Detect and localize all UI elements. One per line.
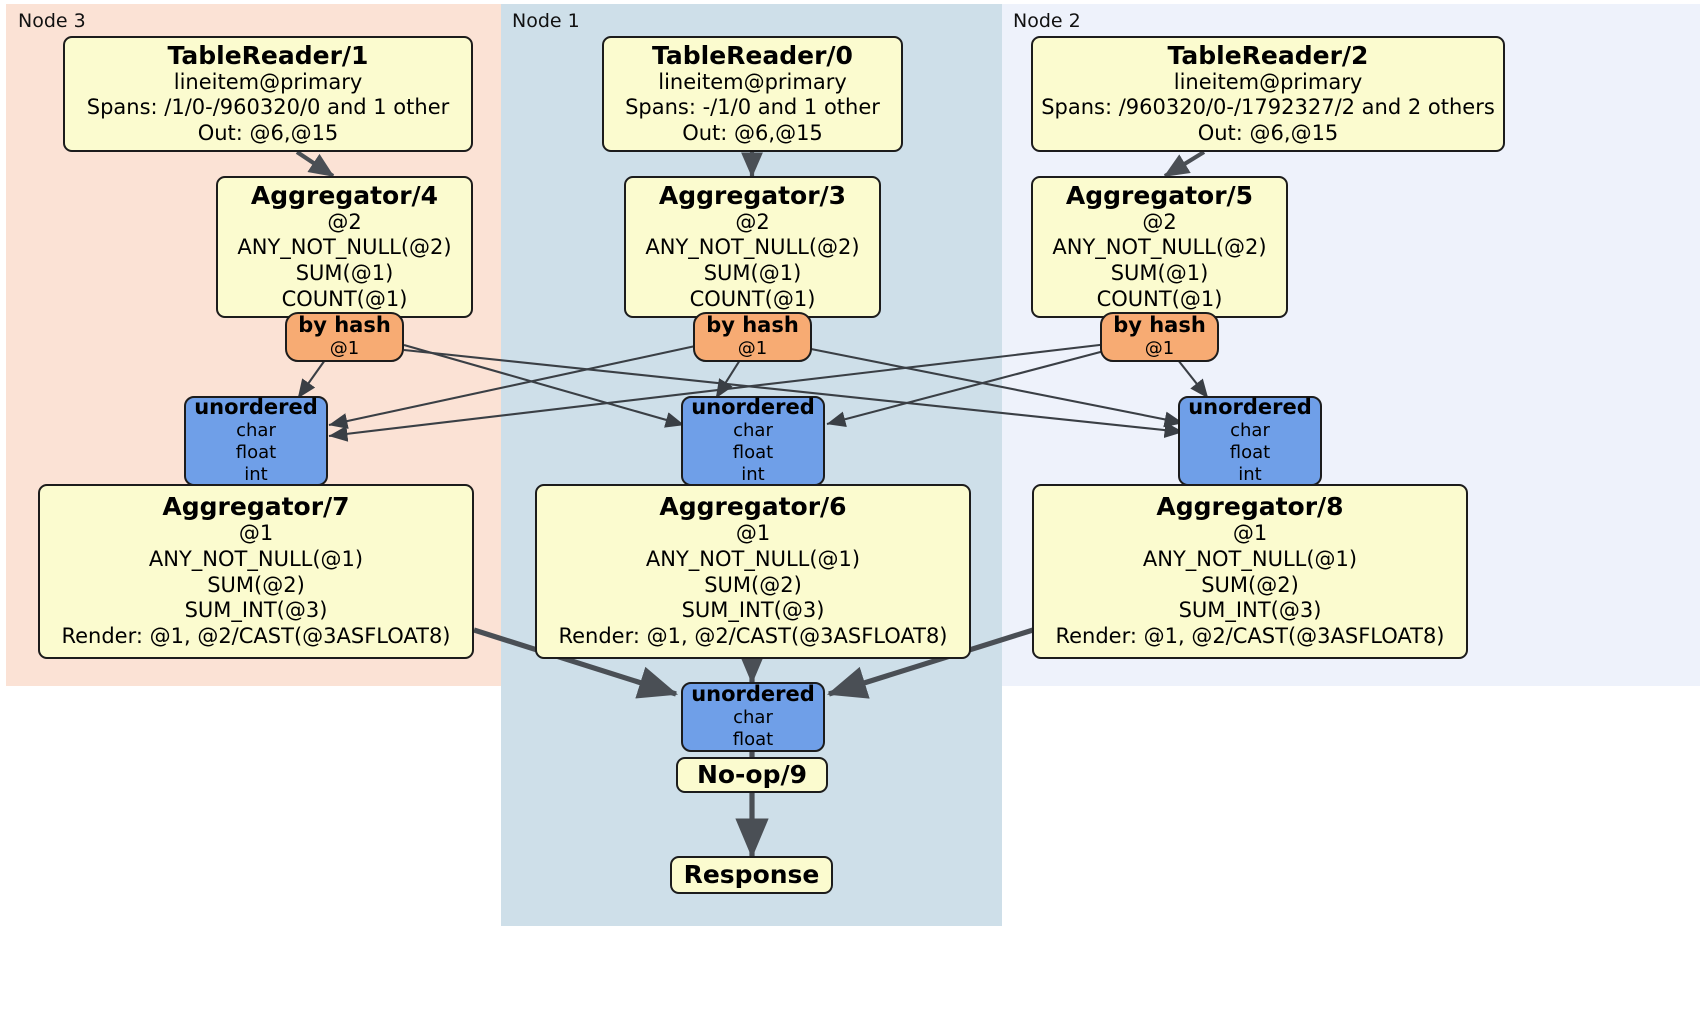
tablereader-0-out: Out: @6,@15	[682, 120, 823, 145]
final-sync-type-2: float	[732, 728, 774, 750]
sync-left-type-2: float	[235, 441, 277, 463]
sync-left-type-3: int	[244, 463, 268, 485]
aggregator-7-func-3: SUM_INT(@3)	[184, 598, 328, 623]
processor-tablereader-0[interactable]: TableReader/0 lineitem@primary Spans: -/…	[602, 36, 903, 152]
aggregator-7-title: Aggregator/7	[162, 492, 350, 522]
sync-right-title: unordered	[1188, 395, 1312, 420]
tablereader-2-out: Out: @6,@15	[1197, 120, 1339, 145]
response-title: Response	[683, 860, 820, 889]
tablereader-0-spans: Spans: -/1/0 and 1 other	[625, 95, 880, 120]
aggregator-5-func-2: SUM(@1)	[1110, 261, 1209, 285]
aggregator-8-func-3: SUM_INT(@3)	[1178, 598, 1322, 623]
tablereader-2-title: TableReader/2	[1167, 40, 1369, 70]
processor-no-op-9[interactable]: No-op/9	[676, 757, 828, 793]
sync-middle-type-3: int	[741, 463, 765, 485]
aggregator-3-func-3: COUNT(@1)	[689, 286, 816, 311]
aggregator-3-group: @2	[735, 209, 770, 234]
aggregator-7-render: Render: @1, @2/CAST(@3ASFLOAT8)	[61, 623, 451, 648]
no-op-9-title: No-op/9	[696, 760, 808, 789]
router-by-hash-middle[interactable]: by hash @1	[693, 312, 812, 362]
router-by-hash-right[interactable]: by hash @1	[1100, 312, 1219, 362]
aggregator-4-func-2: SUM(@1)	[295, 261, 394, 285]
processor-aggregator-5[interactable]: Aggregator/5 @2 ANY_NOT_NULL(@2) SUM(@1)…	[1031, 176, 1288, 318]
sync-right-type-2: float	[1229, 441, 1271, 463]
aggregator-8-func-2: SUM(@2)	[1201, 572, 1299, 597]
sync-middle-type-1: char	[733, 419, 773, 441]
router-right-key: @1	[1144, 337, 1175, 359]
processor-aggregator-4[interactable]: Aggregator/4 @2 ANY_NOT_NULL(@2) SUM(@1)…	[216, 176, 473, 318]
processor-tablereader-2[interactable]: TableReader/2 lineitem@primary Spans: /9…	[1031, 36, 1505, 152]
node-panel-label-node1: Node 1	[512, 10, 580, 32]
aggregator-4-title: Aggregator/4	[250, 180, 439, 210]
tablereader-1-spans: Spans: /1/0-/960320/0 and 1 other	[86, 95, 450, 120]
synchronizer-unordered-right[interactable]: unordered char float int	[1178, 396, 1322, 486]
processor-tablereader-1[interactable]: TableReader/1 lineitem@primary Spans: /1…	[63, 36, 473, 152]
aggregator-5-group: @2	[1142, 209, 1177, 234]
aggregator-7-func-2: SUM(@2)	[207, 572, 305, 597]
sync-left-title: unordered	[194, 395, 318, 420]
sync-middle-type-2: float	[732, 441, 774, 463]
aggregator-6-title: Aggregator/6	[659, 492, 847, 522]
tablereader-0-title: TableReader/0	[652, 40, 853, 70]
processor-aggregator-6[interactable]: Aggregator/6 @1 ANY_NOT_NULL(@1) SUM(@2)…	[535, 484, 971, 659]
aggregator-6-render: Render: @1, @2/CAST(@3ASFLOAT8)	[558, 623, 948, 648]
tablereader-1-out: Out: @6,@15	[197, 120, 339, 145]
processor-aggregator-7[interactable]: Aggregator/7 @1 ANY_NOT_NULL(@1) SUM(@2)…	[38, 484, 474, 659]
node-panel-label-node3: Node 3	[18, 10, 86, 32]
node-panel-label-node2: Node 2	[1013, 10, 1081, 32]
aggregator-7-group: @1	[238, 521, 274, 546]
tablereader-0-table: lineitem@primary	[658, 69, 847, 94]
aggregator-6-group: @1	[735, 521, 771, 546]
aggregator-5-func-3: COUNT(@1)	[1096, 286, 1223, 311]
final-sync-type-1: char	[733, 706, 773, 728]
aggregator-6-func-1: ANY_NOT_NULL(@1)	[645, 547, 861, 572]
router-right-title: by hash	[1113, 313, 1206, 338]
synchronizer-unordered-middle[interactable]: unordered char float int	[681, 396, 825, 486]
tablereader-1-table: lineitem@primary	[173, 69, 363, 94]
aggregator-3-func-1: ANY_NOT_NULL(@2)	[645, 235, 860, 260]
processor-aggregator-3[interactable]: Aggregator/3 @2 ANY_NOT_NULL(@2) SUM(@1)…	[624, 176, 881, 318]
router-left-title: by hash	[298, 313, 391, 338]
aggregator-8-render: Render: @1, @2/CAST(@3ASFLOAT8)	[1055, 623, 1445, 648]
aggregator-7-func-1: ANY_NOT_NULL(@1)	[148, 547, 364, 572]
aggregator-8-title: Aggregator/8	[1156, 492, 1344, 522]
aggregator-5-title: Aggregator/5	[1065, 180, 1254, 210]
final-sync-title: unordered	[691, 682, 815, 707]
aggregator-8-func-1: ANY_NOT_NULL(@1)	[1142, 547, 1358, 572]
aggregator-3-title: Aggregator/3	[658, 180, 847, 210]
aggregator-5-func-1: ANY_NOT_NULL(@2)	[1052, 235, 1267, 260]
synchronizer-unordered-final[interactable]: unordered char float	[681, 682, 825, 752]
router-left-key: @1	[329, 337, 360, 359]
aggregator-6-func-3: SUM_INT(@3)	[681, 598, 825, 623]
aggregator-3-func-2: SUM(@1)	[703, 261, 802, 285]
sync-middle-title: unordered	[691, 395, 815, 420]
router-middle-key: @1	[737, 337, 768, 359]
aggregator-6-func-2: SUM(@2)	[704, 572, 802, 597]
synchronizer-unordered-left[interactable]: unordered char float int	[184, 396, 328, 486]
router-by-hash-left[interactable]: by hash @1	[285, 312, 404, 362]
node-response[interactable]: Response	[670, 856, 833, 894]
tablereader-2-table: lineitem@primary	[1173, 69, 1363, 94]
sync-left-type-1: char	[236, 419, 276, 441]
aggregator-8-group: @1	[1232, 521, 1268, 546]
tablereader-1-title: TableReader/1	[167, 40, 369, 70]
router-middle-title: by hash	[706, 313, 799, 338]
aggregator-4-func-3: COUNT(@1)	[281, 286, 408, 311]
processor-aggregator-8[interactable]: Aggregator/8 @1 ANY_NOT_NULL(@1) SUM(@2)…	[1032, 484, 1468, 659]
tablereader-2-spans: Spans: /960320/0-/1792327/2 and 2 others	[1041, 95, 1495, 120]
aggregator-4-group: @2	[327, 209, 362, 234]
sync-right-type-1: char	[1230, 419, 1270, 441]
aggregator-4-func-1: ANY_NOT_NULL(@2)	[237, 235, 452, 260]
sync-right-type-3: int	[1238, 463, 1262, 485]
